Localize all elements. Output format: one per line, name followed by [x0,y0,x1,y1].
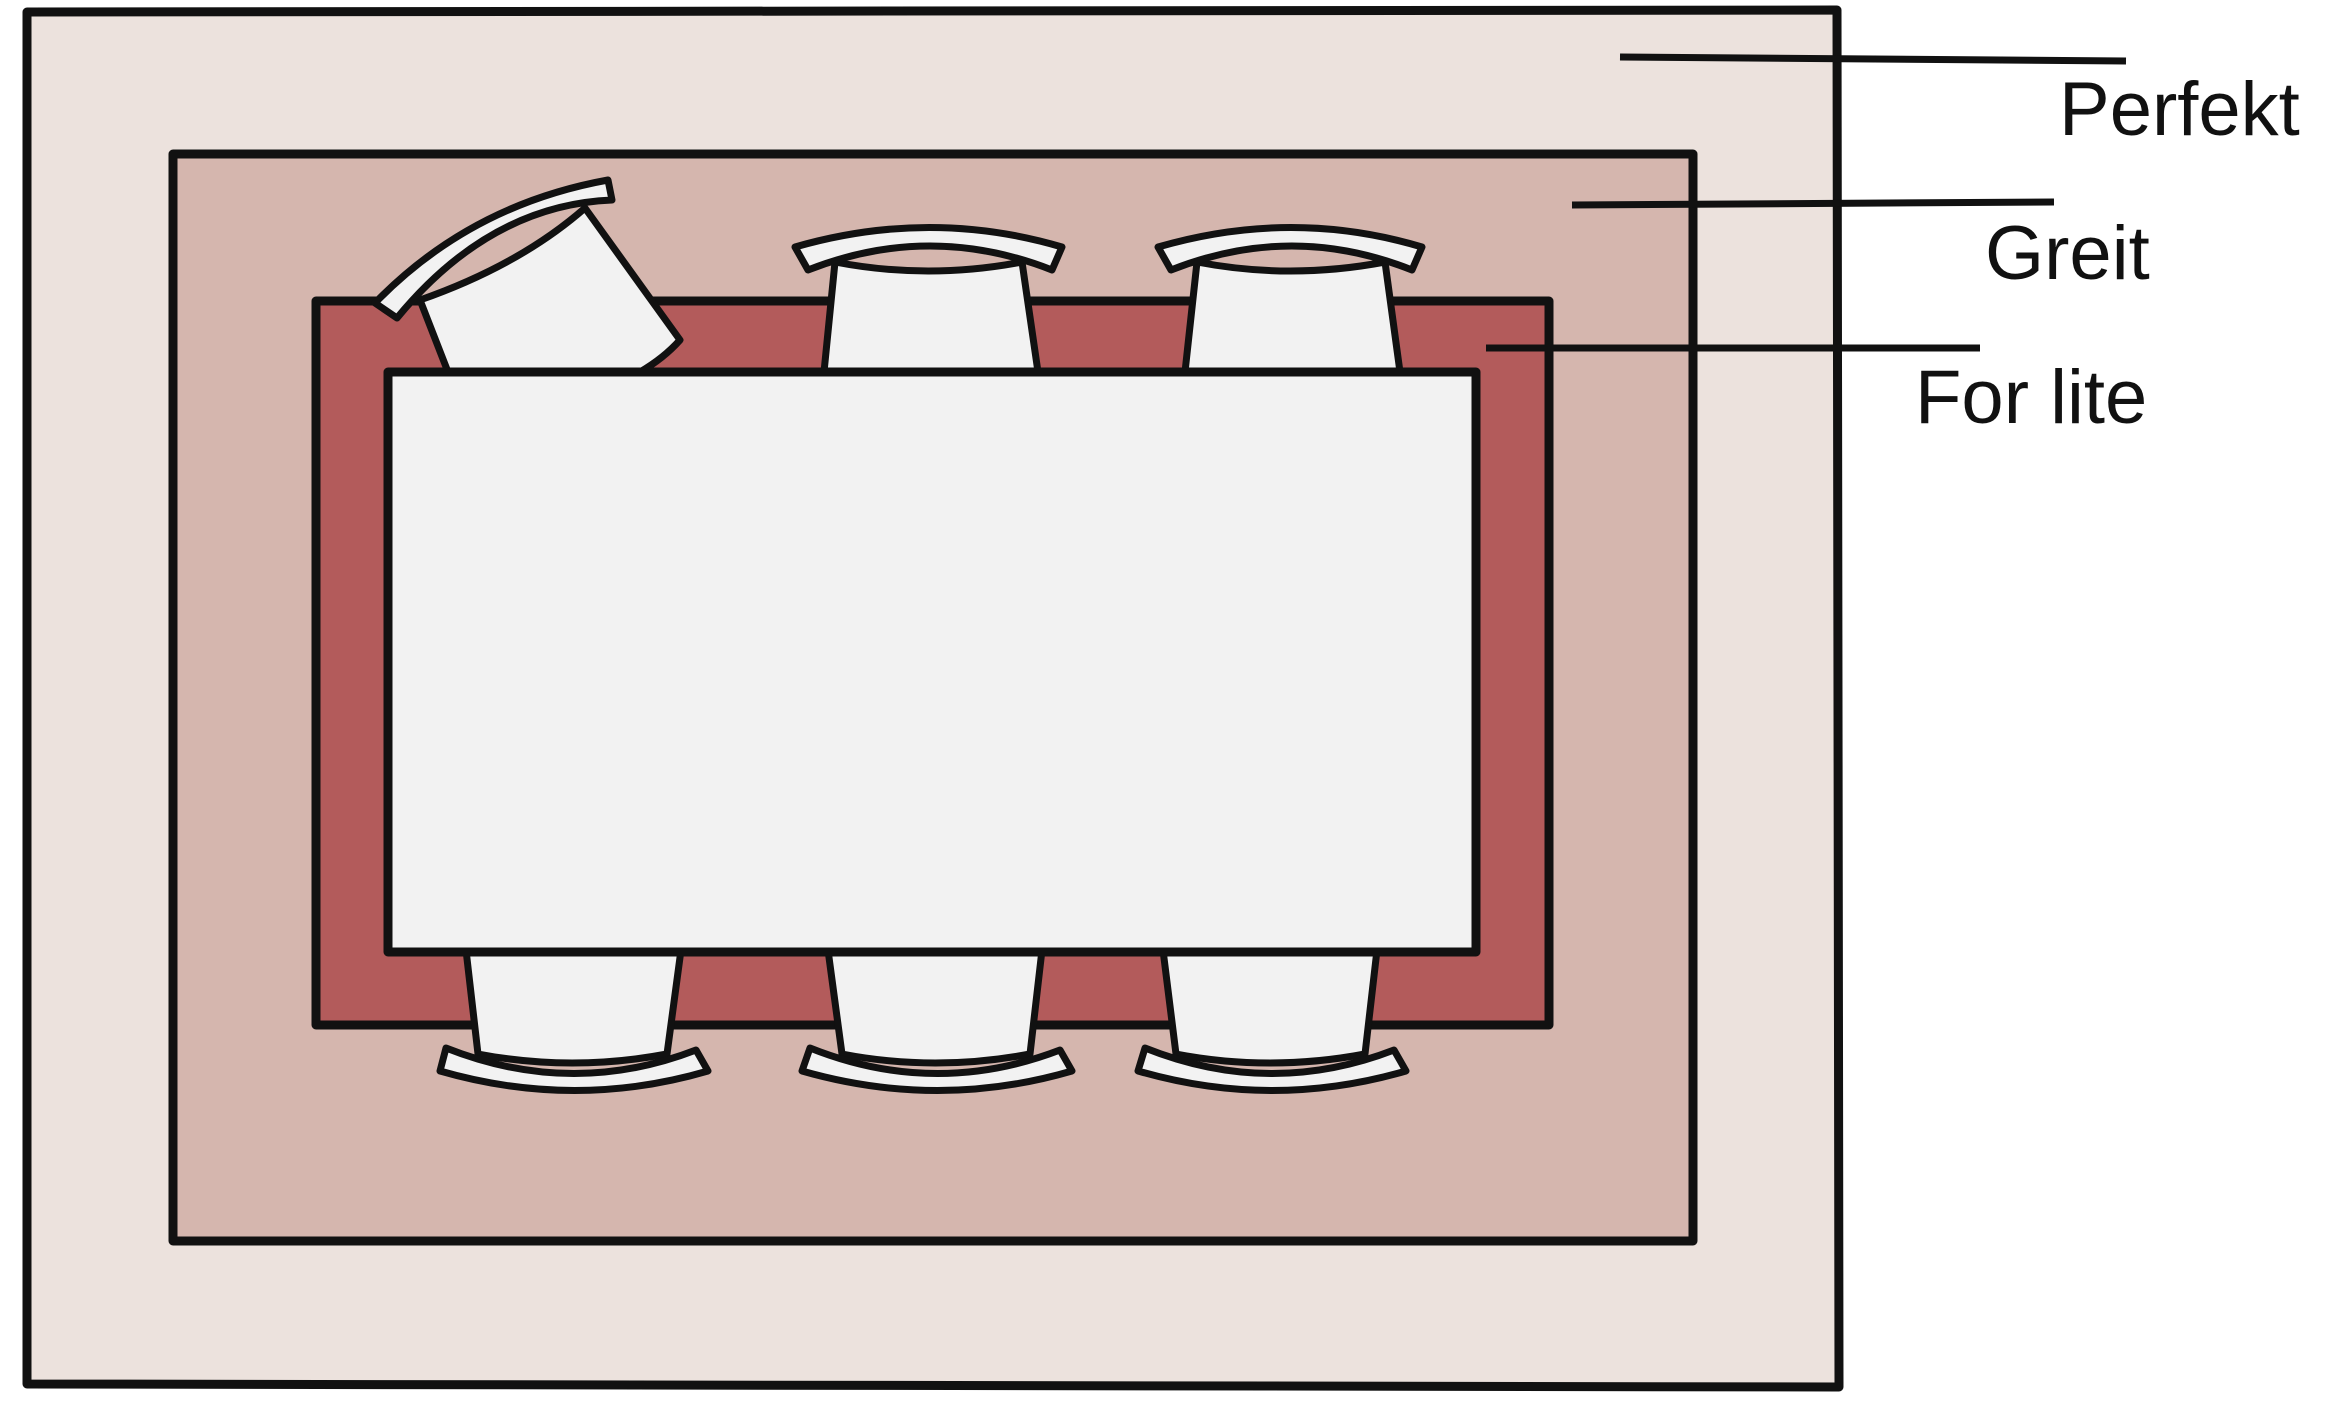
chair-icon [798,946,1076,1094]
label-small-rug: For lite [1915,355,2148,440]
chair-icon [436,946,712,1094]
label-medium-rug: Greit [1985,211,2150,296]
chair-icon [1154,224,1426,376]
chair-icon [1134,946,1410,1094]
pointer-line-medium [1571,198,2055,209]
chair-icon [791,224,1066,376]
label-large-rug: Perfekt [2059,67,2300,152]
dining-table-icon [383,367,1481,957]
pointer-line-large [1619,53,2127,65]
chair-icon [371,176,684,376]
